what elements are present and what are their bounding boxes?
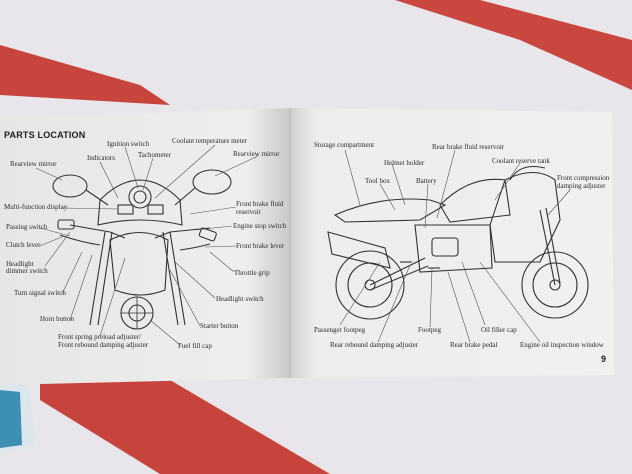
- label-clutch-lever: Clutch lever: [6, 241, 41, 249]
- label-headlight-switch: Headlight switch: [216, 295, 264, 303]
- label-front-brake-fluid: Front brake fluid: [236, 200, 284, 208]
- label-coolant-temperature-meter: Coolant temperature meter: [172, 137, 248, 145]
- stripe-left: [0, 45, 170, 105]
- stripe-bottom: [40, 370, 330, 474]
- right-page: [290, 108, 614, 378]
- mirror-right-shape: [192, 169, 232, 195]
- label-rearview-mirror-left: Rearview mirror: [10, 160, 57, 168]
- label-oil-filler-cap: Oil filler cap: [481, 326, 517, 334]
- label-ignition-switch: Ignition switch: [107, 140, 150, 148]
- page-title: PARTS LOCATION: [4, 130, 86, 140]
- label-horn-button: Horn button: [40, 315, 75, 323]
- label-tool-box: Tool box: [365, 177, 390, 185]
- page-number: 9: [601, 354, 607, 364]
- mirror-left-shape: [52, 174, 88, 198]
- label-front-brake-fluid-reservoir: reservoir: [236, 208, 261, 216]
- label-indicators: Indicators: [87, 154, 115, 162]
- label-multi-function-display: Multi-function display: [4, 203, 68, 211]
- label-front-compression-damping-adjuster: damping adjuster: [557, 182, 606, 190]
- label-front-brake-lever: Front brake lever: [236, 242, 285, 250]
- label-rear-brake-pedal: Rear brake pedal: [450, 341, 498, 349]
- stripe-top-right: [395, 0, 632, 90]
- label-throttle-grip: Throttle grip: [234, 269, 270, 277]
- label-front-spring-preload-adjuster: Front spring preload adjuster/: [58, 333, 142, 341]
- label-engine-stop-switch: Engine stop switch: [233, 222, 287, 230]
- label-rear-rebound-damping-adjuster: Rear rebound damping adjuster: [330, 341, 419, 349]
- label-headlight-dimmer-switch: Headlight dimmer switch: [6, 260, 48, 275]
- label-turn-signal-switch: Turn signal switch: [14, 289, 66, 297]
- label-front-rebound-damping-adjuster: Front rebound damping adjuster: [58, 341, 149, 349]
- label-footpeg: Footpeg: [418, 326, 441, 334]
- label-battery: Battery: [416, 177, 437, 185]
- exhaust-shape: [327, 231, 391, 269]
- label-storage-compartment: Storage compartment: [314, 141, 375, 149]
- label-passing-switch: Passing switch: [6, 223, 48, 231]
- left-page: [0, 108, 290, 385]
- label-passenger-footpeg: Passenger footpeg: [314, 326, 366, 334]
- label-starter-button: Starter button: [200, 322, 239, 330]
- label-front-compression: Front compression: [557, 174, 610, 182]
- label-rear-brake-fluid-reservoir: Rear brake fluid reservoir: [432, 143, 505, 151]
- label-rearview-mirror-right: Rearview mirror: [233, 150, 280, 158]
- label-engine-oil-inspection-window: Engine oil inspection window: [520, 341, 604, 349]
- label-helmet-holder: Helmet holder: [384, 159, 425, 167]
- label-coolant-reserve-tank: Coolant reserve tank: [492, 157, 550, 165]
- rear-wheel-shape: [335, 250, 405, 320]
- front-wheel-shape: [521, 251, 589, 319]
- label-fuel-fill-cap: Fuel fill cap: [178, 342, 212, 350]
- label-tachometer: Tachometer: [138, 151, 171, 159]
